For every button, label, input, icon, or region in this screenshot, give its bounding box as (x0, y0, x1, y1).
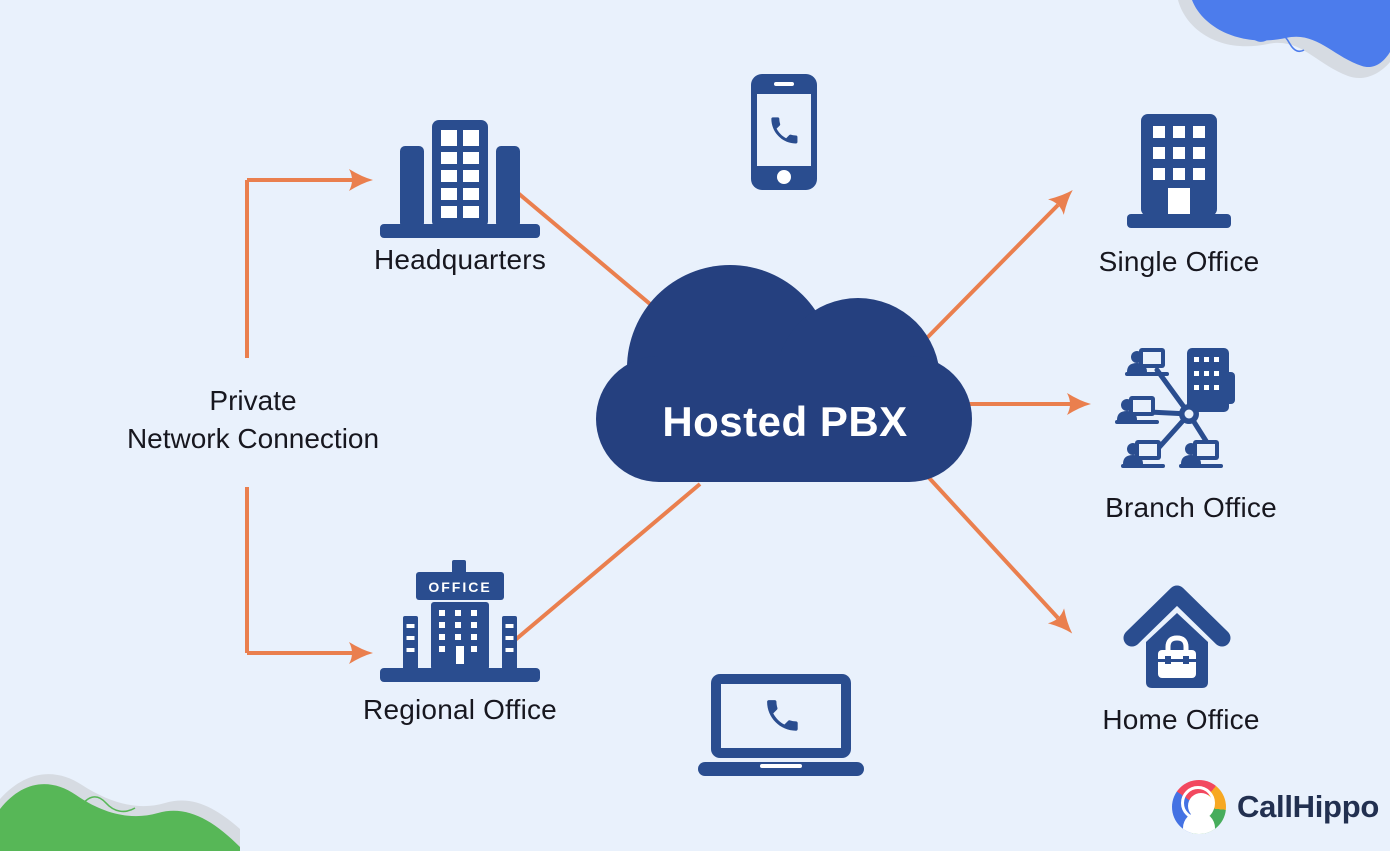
laptop-icon (698, 674, 864, 776)
hosted-pbx-cloud-icon (596, 265, 972, 482)
smartphone-icon (751, 74, 817, 190)
callhippo-logo-text: CallHippo (1237, 789, 1379, 824)
headquarters-label: Headquarters (373, 244, 547, 275)
home-office-icon (1123, 585, 1231, 688)
home-office-label: Home Office (1102, 704, 1260, 735)
workstation-glyphs (1115, 348, 1223, 468)
branch-office-label: Branch Office (1105, 492, 1277, 523)
connector-arrow-to-single-office (918, 190, 1073, 347)
office-sign-text: OFFICE (428, 579, 491, 595)
cloud-title: Hosted PBX (662, 398, 908, 445)
regional-office-icon: OFFICE (380, 560, 540, 682)
private-network-label-line2: Network Connection (126, 423, 380, 454)
branch-office-icon (1115, 348, 1235, 468)
wave-decoration-top-right-icon (1178, 0, 1390, 79)
connector-arrow-to-home-office (918, 466, 1073, 634)
connector-regional-to-cloud (506, 482, 702, 648)
callhippo-logo: CallHippo (1172, 778, 1379, 836)
private-network-label: Private Network Connection (60, 382, 446, 458)
headquarters-icon (380, 120, 540, 238)
regional-office-label: Regional Office (363, 694, 557, 725)
single-office-label: Single Office (1098, 246, 1260, 277)
wave-decoration-bottom-left-icon (0, 774, 240, 851)
private-network-label-line1: Private (209, 385, 297, 416)
single-office-icon (1127, 114, 1231, 228)
callhippo-logo-icon (1172, 780, 1226, 834)
